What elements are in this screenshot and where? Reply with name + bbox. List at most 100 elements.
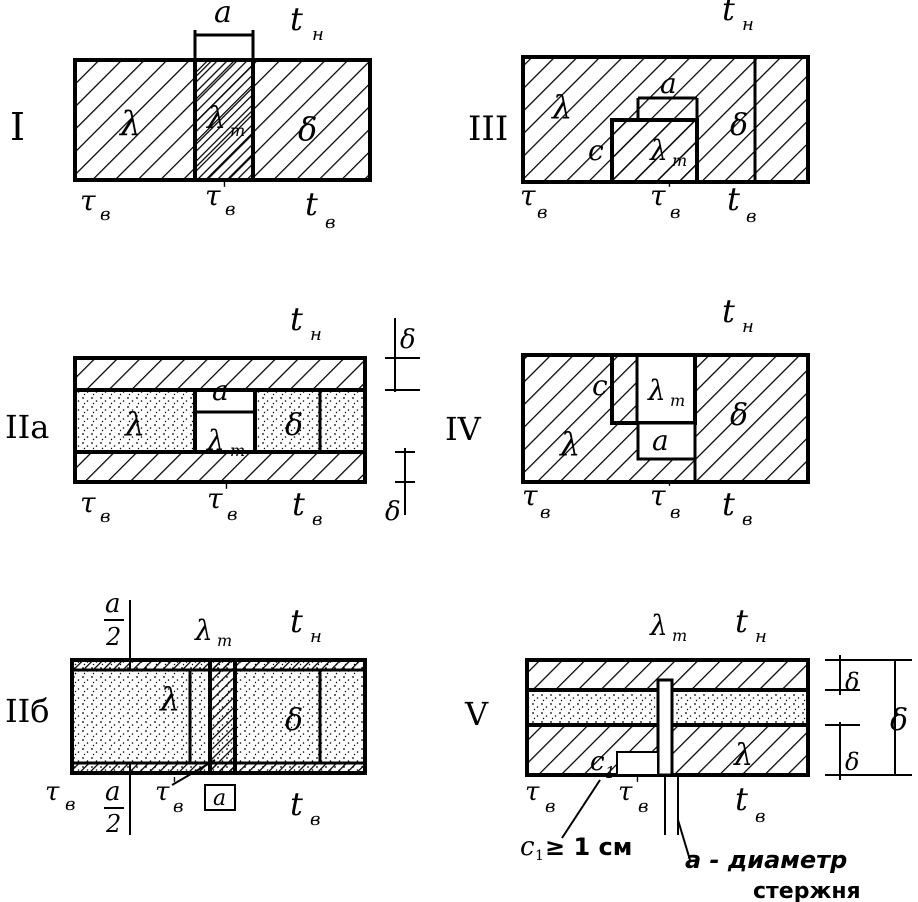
svg-text:δ: δ — [845, 668, 859, 696]
svg-text:в: в — [755, 806, 765, 827]
svg-text:t: t — [290, 785, 303, 823]
svg-text:τ: τ — [618, 777, 633, 807]
svg-text:λ: λ — [649, 134, 668, 167]
svg-text:в: в — [742, 509, 752, 530]
figure-id-V: V — [464, 695, 489, 733]
svg-text:': ' — [635, 774, 640, 795]
svg-text:λ: λ — [123, 405, 145, 443]
rod-V — [656, 678, 674, 777]
figure-V: V λ т t н λ δ δ δ τ в c 1 τ ' в t в c 1 — [464, 602, 912, 902]
svg-text:t: t — [735, 780, 748, 818]
svg-text:c: c — [592, 369, 608, 402]
figure-IIa: IIа a λ λ т δ t н δ δ τ в τ ' в t в — [5, 300, 420, 530]
svg-text:в: в — [545, 796, 555, 817]
svg-text:н: н — [755, 626, 767, 647]
figure-I: I a t н λ λ т δ τ в τ ' в t в — [10, 0, 372, 233]
svg-text:λ: λ — [647, 374, 666, 407]
svg-text:t: t — [292, 485, 305, 523]
rod-diameter-note: a - диаметр — [685, 846, 847, 874]
svg-text:λ: λ — [649, 609, 668, 642]
svg-text:т: т — [670, 391, 685, 410]
inner-layer-IIa — [73, 450, 367, 484]
svg-text:t: t — [727, 180, 740, 218]
svg-text:τ: τ — [80, 184, 96, 217]
inclusion-III — [610, 118, 699, 184]
svg-text:λ: λ — [158, 680, 180, 718]
svg-text:t: t — [722, 485, 735, 523]
figure-id-IV: IV — [445, 410, 482, 448]
svg-text:δ: δ — [730, 108, 748, 143]
svg-text:λ: λ — [206, 101, 226, 136]
svg-text:в: в — [173, 796, 183, 817]
svg-text:t: t — [290, 0, 303, 38]
figure-id-IIb: IIб — [5, 692, 50, 730]
figure-id-I: I — [10, 105, 25, 149]
svg-text:λ: λ — [558, 425, 580, 463]
svg-text:т: т — [672, 626, 687, 645]
dim-a-I: a — [214, 0, 232, 30]
svg-text:δ: δ — [890, 703, 908, 738]
svg-text:τ: τ — [155, 777, 170, 807]
delta-I: δ — [298, 110, 317, 148]
figure-IV: IV t н c λ т a λ δ τ в τ ' в t в — [445, 292, 810, 530]
svg-text:τ: τ — [520, 179, 536, 212]
svg-text:t: t — [305, 185, 318, 223]
svg-text:λ: λ — [206, 424, 225, 457]
svg-text:c: c — [590, 747, 605, 777]
svg-text:в: в — [325, 212, 335, 233]
svg-text:τ: τ — [522, 479, 538, 512]
svg-text:λ: λ — [550, 88, 572, 126]
lambda-I: λ — [118, 104, 142, 144]
figure-III: III a t н λ c λ т δ τ в τ ' в t в — [468, 0, 810, 227]
svg-text:в: в — [670, 502, 680, 523]
svg-text:δ: δ — [730, 398, 748, 433]
svg-text:λ: λ — [194, 614, 213, 647]
svg-text:t: t — [722, 292, 735, 330]
svg-text:τ: τ — [650, 179, 666, 212]
svg-text:в: в — [670, 202, 680, 223]
svg-text:δ: δ — [285, 408, 303, 443]
svg-text:τ: τ — [205, 179, 221, 212]
svg-text:a: a — [105, 777, 121, 807]
svg-text:a: a — [660, 67, 677, 100]
svg-text:т: т — [217, 631, 232, 650]
svg-text:н: н — [742, 14, 754, 35]
svg-text:в: в — [310, 809, 320, 830]
figure-IIb: IIб a 2 a 2 λ т t н λ δ a τ в τ ' в t в — [5, 589, 367, 838]
svg-text:2: 2 — [105, 623, 121, 651]
svg-text:стержня: стержня — [753, 879, 861, 902]
svg-text:н: н — [312, 24, 324, 45]
svg-text:н: н — [310, 626, 322, 647]
svg-text:δ: δ — [385, 497, 401, 527]
svg-text:c: c — [588, 134, 604, 167]
outer-layer-IIa — [73, 356, 367, 392]
svg-text:a: a — [213, 786, 226, 811]
svg-text:a: a — [652, 424, 669, 457]
svg-text:в: в — [65, 794, 75, 815]
svg-text:в: в — [100, 506, 110, 527]
svg-text:δ: δ — [285, 703, 303, 738]
svg-text:': ' — [667, 478, 672, 499]
svg-text:': ' — [222, 179, 227, 200]
svg-text:т: т — [672, 151, 687, 170]
svg-text:в: в — [312, 509, 322, 530]
svg-text:в: в — [540, 502, 550, 523]
inclusion-I — [193, 58, 255, 182]
svg-text:≥ 1 см: ≥ 1 см — [545, 833, 632, 861]
svg-text:т: т — [230, 441, 245, 460]
svg-text:': ' — [224, 481, 229, 502]
svg-text:т: т — [230, 121, 245, 140]
svg-text:в: в — [537, 202, 547, 223]
svg-text:1: 1 — [535, 848, 544, 864]
svg-text:в: в — [227, 504, 237, 525]
svg-text:в: в — [100, 204, 110, 225]
svg-text:a: a — [105, 589, 121, 619]
insulation-left-IIa — [73, 388, 197, 454]
svg-text:2: 2 — [105, 810, 121, 838]
svg-text:в: в — [225, 199, 235, 220]
svg-text:t: t — [290, 602, 303, 640]
svg-text:в: в — [638, 796, 648, 817]
svg-text:τ: τ — [80, 486, 96, 519]
